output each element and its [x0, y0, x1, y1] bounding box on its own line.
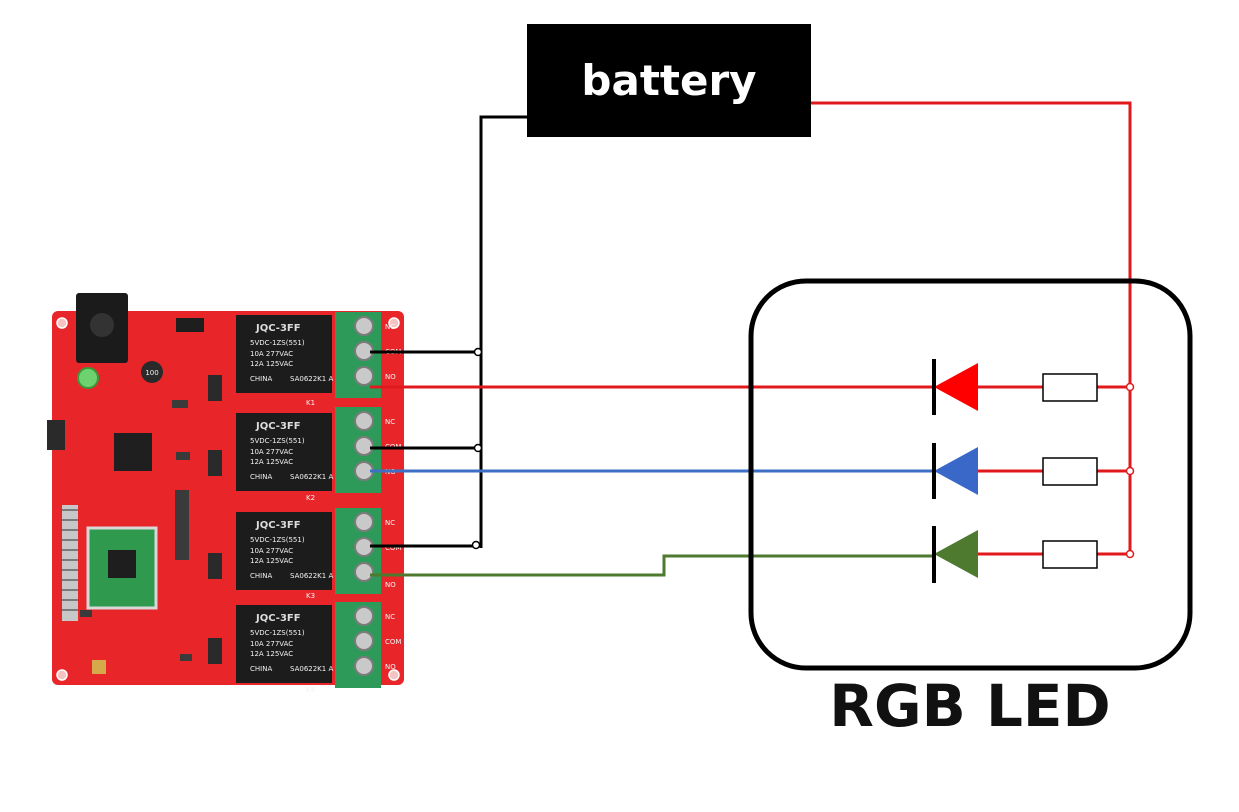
wire-junction — [1125, 549, 1135, 559]
pin-label-nc: NC — [385, 323, 395, 331]
svg-text:10A 277VAC: 10A 277VAC — [250, 350, 293, 358]
svg-text:JQC-3FF: JQC-3FF — [255, 421, 301, 432]
mount-hole — [56, 669, 68, 681]
driver-transistor — [208, 450, 222, 476]
relay-k3: JQC-3FF 5VDC-1ZS(551) 10A 277VAC 12A 125… — [236, 512, 333, 590]
svg-text:5VDC-1ZS(551): 5VDC-1ZS(551) — [250, 339, 305, 347]
battery-label: battery — [581, 56, 757, 105]
relay-k2: JQC-3FF 5VDC-1ZS(551) 10A 277VAC 12A 125… — [236, 413, 333, 491]
terminal-block-4 — [335, 602, 381, 688]
rgb-led-label: RGB LED — [829, 672, 1111, 740]
pin-label-no: NO — [385, 581, 396, 589]
svg-text:JQC-3FF: JQC-3FF — [255, 613, 301, 624]
svg-text:10A 277VAC: 10A 277VAC — [250, 448, 293, 456]
battery-block: battery — [527, 24, 811, 137]
pin-label-com: COM — [385, 544, 401, 552]
black-wire-battery — [479, 115, 527, 548]
pin-label-no: NO — [385, 373, 396, 381]
relay-label-k2: K2 — [306, 494, 315, 502]
smd-part — [172, 400, 188, 408]
svg-text:12A 125VAC: 12A 125VAC — [250, 458, 293, 466]
antenna-connector — [92, 660, 106, 674]
status-led-icon — [77, 367, 99, 389]
terminal-block-2 — [335, 407, 381, 493]
svg-text:SA0622K1 A: SA0622K1 A — [290, 375, 333, 383]
red-diode-icon — [932, 359, 978, 415]
pin-header — [175, 490, 189, 560]
wire-junction — [473, 347, 483, 357]
radio-module-chip — [108, 550, 136, 578]
svg-text:JQC-3FF: JQC-3FF — [255, 520, 301, 531]
wires — [370, 101, 1135, 577]
wire-junction — [473, 443, 483, 453]
svg-text:CHINA: CHINA — [250, 375, 272, 383]
driver-transistor — [208, 638, 222, 664]
relay-k4: JQC-3FF 5VDC-1ZS(551) 10A 277VAC 12A 125… — [236, 605, 333, 683]
svg-text:CHINA: CHINA — [250, 665, 272, 673]
svg-text:JQC-3FF: JQC-3FF — [255, 323, 301, 334]
resistor-icon — [1042, 373, 1098, 402]
wire-junction — [1125, 382, 1135, 392]
pin-label-nc: NC — [385, 613, 395, 621]
red-wire-battery — [811, 101, 1132, 554]
inductor-code: 100 — [145, 369, 158, 377]
pin-label-com: COM — [385, 638, 401, 646]
svg-text:5VDC-1ZS(551): 5VDC-1ZS(551) — [250, 536, 305, 544]
mount-hole — [388, 317, 400, 329]
relay-k1: JQC-3FF 5VDC-1ZS(551) 10A 277VAC 12A 125… — [236, 315, 333, 393]
wire-junction — [1125, 466, 1135, 476]
resistor-icon — [1042, 457, 1098, 486]
svg-text:CHINA: CHINA — [250, 473, 272, 481]
side-switch — [47, 420, 65, 450]
antenna-spring — [62, 505, 78, 621]
svg-text:SA0622K1 A: SA0622K1 A — [290, 473, 333, 481]
svg-text:12A 125VAC: 12A 125VAC — [250, 557, 293, 565]
smd-part — [80, 610, 92, 617]
driver-transistor — [208, 375, 222, 401]
rgb-led-enclosure — [748, 278, 1193, 671]
relay-board: 100 — [47, 293, 404, 694]
svg-text:10A 277VAC: 10A 277VAC — [250, 547, 293, 555]
driver-transistor — [208, 553, 222, 579]
svg-text:5VDC-1ZS(551): 5VDC-1ZS(551) — [250, 629, 305, 637]
smd-part — [176, 452, 190, 460]
relay-label-k1: K1 — [306, 399, 315, 407]
svg-text:CHINA: CHINA — [250, 572, 272, 580]
svg-text:5VDC-1ZS(551): 5VDC-1ZS(551) — [250, 437, 305, 445]
terminal-block-1 — [335, 312, 381, 398]
green-wire-channel — [370, 554, 934, 577]
svg-text:SA0622K1 A: SA0622K1 A — [290, 665, 333, 673]
mount-hole — [388, 669, 400, 681]
relay-label-k4: K4 — [306, 686, 316, 694]
ic-chip — [176, 318, 204, 332]
smd-part — [180, 654, 192, 661]
resistor-icon — [1042, 540, 1098, 569]
wire-junction — [471, 540, 481, 550]
pin-label-nc: NC — [385, 519, 395, 527]
svg-text:12A 125VAC: 12A 125VAC — [250, 650, 293, 658]
pin-label-nc: NC — [385, 418, 395, 426]
relay-label-k3: K3 — [306, 592, 315, 600]
inductor — [141, 361, 163, 383]
svg-text:10A 277VAC: 10A 277VAC — [250, 640, 293, 648]
svg-text:SA0622K1 A: SA0622K1 A — [290, 572, 333, 580]
svg-text:12A 125VAC: 12A 125VAC — [250, 360, 293, 368]
green-diode-icon — [932, 526, 978, 583]
pin-label-no: NO — [385, 663, 396, 671]
dc-jack-hole — [90, 313, 114, 337]
terminal-block-3 — [335, 508, 381, 594]
mount-hole — [56, 317, 68, 329]
blue-diode-icon — [932, 443, 978, 499]
mcu-chip — [114, 433, 152, 471]
